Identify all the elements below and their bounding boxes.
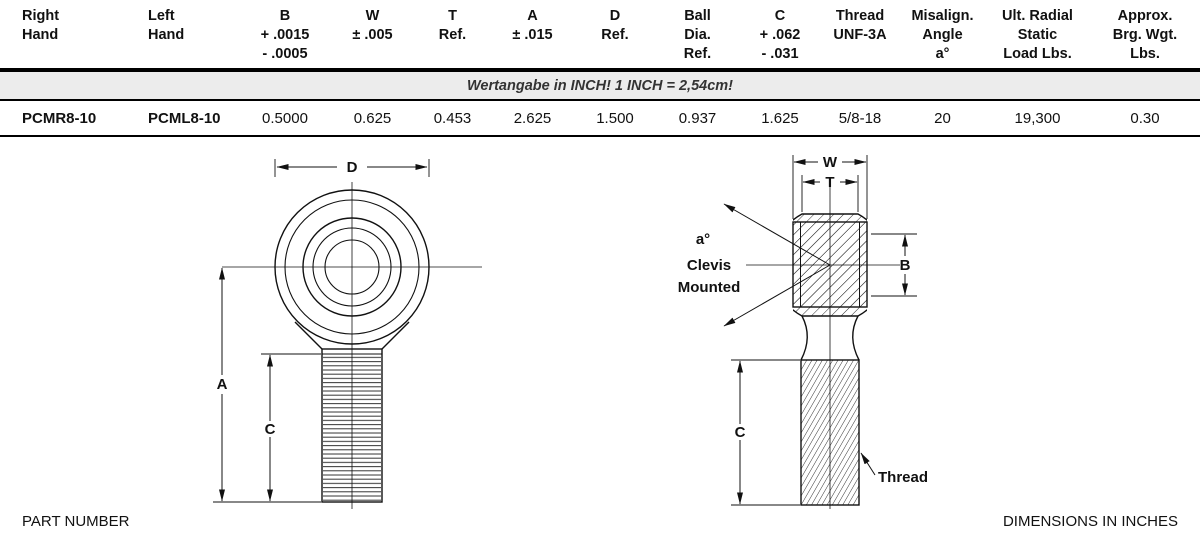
- technical-drawings: D A C: [213, 154, 928, 509]
- header-line: T: [448, 8, 457, 24]
- col-header-misalign-angle: Misalign. Angle a°: [900, 7, 985, 64]
- dimensions-caption: DIMENSIONS IN INCHES: [1002, 512, 1178, 530]
- dim-label-b: B: [900, 257, 911, 274]
- header-line: Thread: [835, 8, 885, 24]
- header-line: Left: [148, 8, 175, 24]
- neck-right-edge: [852, 315, 860, 361]
- header-line: Hand: [148, 27, 185, 43]
- header-line: C: [774, 8, 786, 24]
- neck-right-edge: [381, 321, 410, 350]
- misalign-angle-line: [723, 264, 831, 327]
- header-line: Hand: [22, 27, 59, 43]
- cell-w: 0.625: [353, 110, 392, 127]
- header-line: + .062: [759, 27, 801, 43]
- col-header-right-hand: Right Hand: [0, 7, 110, 64]
- table-header: Right Hand Left Hand B + .0015 - .0005 W…: [0, 0, 1200, 72]
- header-line: Misalign.: [911, 8, 974, 24]
- header-line: Dia.: [684, 27, 711, 43]
- dim-label-c: C: [265, 421, 276, 438]
- header-line: Static: [1017, 27, 1058, 43]
- thread-leader-line: [860, 452, 876, 476]
- neck-left-edge: [294, 321, 323, 350]
- table-row: PCMR8-10 PCML8-10 0.5000 0.625 0.453 2.6…: [0, 101, 1200, 137]
- header-line: UNF-3A: [833, 27, 887, 43]
- header-line: Ult. Radial: [1002, 8, 1073, 24]
- cell-thread: 5/8-18: [838, 110, 882, 127]
- header-line: Brg. Wgt.: [1112, 27, 1178, 43]
- cell-d: 1.500: [596, 110, 634, 127]
- col-header-ult-radial-load: Ult. Radial Static Load Lbs.: [985, 7, 1090, 64]
- mounted-label: Mounted: [678, 279, 740, 296]
- dim-label-t: T: [825, 174, 834, 191]
- header-line: D: [609, 8, 621, 24]
- cell-left-hand-part: PCML8-10: [148, 110, 221, 127]
- cell-approx-brg-wgt: 0.30: [1130, 110, 1160, 127]
- cell-b: 0.5000: [262, 110, 308, 127]
- cell-right-hand-part: PCMR8-10: [22, 110, 97, 127]
- header-line: ± .015: [512, 27, 553, 43]
- header-line: W: [365, 8, 380, 24]
- header-line: A: [527, 8, 538, 24]
- cell-misalign-angle: 20: [934, 110, 951, 127]
- misalign-angle-label: a°: [696, 231, 710, 248]
- col-header-d: D Ref.: [575, 7, 655, 64]
- part-number-caption: PART NUMBER: [22, 512, 130, 530]
- col-header-b: B + .0015 - .0005: [240, 7, 330, 64]
- neck-left-edge: [800, 315, 808, 361]
- dim-label-a: A: [217, 376, 228, 393]
- header-line: Ref.: [683, 46, 712, 62]
- header-line: Ref.: [438, 27, 467, 43]
- cell-ball-dia: 0.937: [678, 110, 717, 127]
- footer: PART NUMBER DIMENSIONS IN INCHES: [0, 509, 1200, 533]
- header-line: - .031: [761, 46, 799, 62]
- dim-label-c: C: [735, 424, 746, 441]
- header-line: Ball: [684, 8, 711, 24]
- col-header-c: C + .062 - .031: [740, 7, 820, 64]
- col-header-t: T Ref.: [415, 7, 490, 64]
- dim-label-d: D: [347, 159, 358, 176]
- misalign-angle-line: [723, 203, 831, 266]
- dim-label-w: W: [823, 154, 838, 171]
- header-line: Right: [22, 8, 60, 24]
- header-line: B: [279, 8, 291, 24]
- col-header-a: A ± .015: [490, 7, 575, 64]
- cell-t: 0.453: [433, 110, 472, 127]
- thread-label: Thread: [878, 469, 928, 486]
- header-line: Load Lbs.: [1003, 46, 1072, 62]
- col-header-approx-brg-wgt: Approx. Brg. Wgt. Lbs.: [1090, 7, 1200, 64]
- cell-ult-radial-load: 19,300: [1014, 110, 1061, 127]
- clevis-label: Clevis: [687, 257, 731, 274]
- header-line: ± .005: [352, 27, 393, 43]
- col-header-thread: Thread UNF-3A: [820, 7, 900, 64]
- units-note: Wertangabe in INCH! 1 INCH = 2,54cm!: [0, 72, 1200, 101]
- col-header-w: W ± .005: [330, 7, 415, 64]
- col-header-left-hand: Left Hand: [110, 7, 240, 64]
- front-view-drawing: D A C: [213, 159, 482, 509]
- header-line: - .0005: [262, 46, 308, 62]
- side-view-drawing: W T B a° Clevis Mounted C: [678, 154, 928, 509]
- header-line: Angle: [922, 27, 963, 43]
- header-line: Ref.: [601, 27, 629, 43]
- header-line: Lbs.: [1130, 46, 1160, 62]
- header-line: Approx.: [1117, 8, 1173, 24]
- header-line: + .0015: [260, 27, 310, 43]
- header-line: a°: [935, 46, 950, 62]
- cell-c: 1.625: [761, 110, 799, 127]
- cell-a: 2.625: [513, 110, 552, 127]
- col-header-ball-dia: Ball Dia. Ref.: [655, 7, 740, 64]
